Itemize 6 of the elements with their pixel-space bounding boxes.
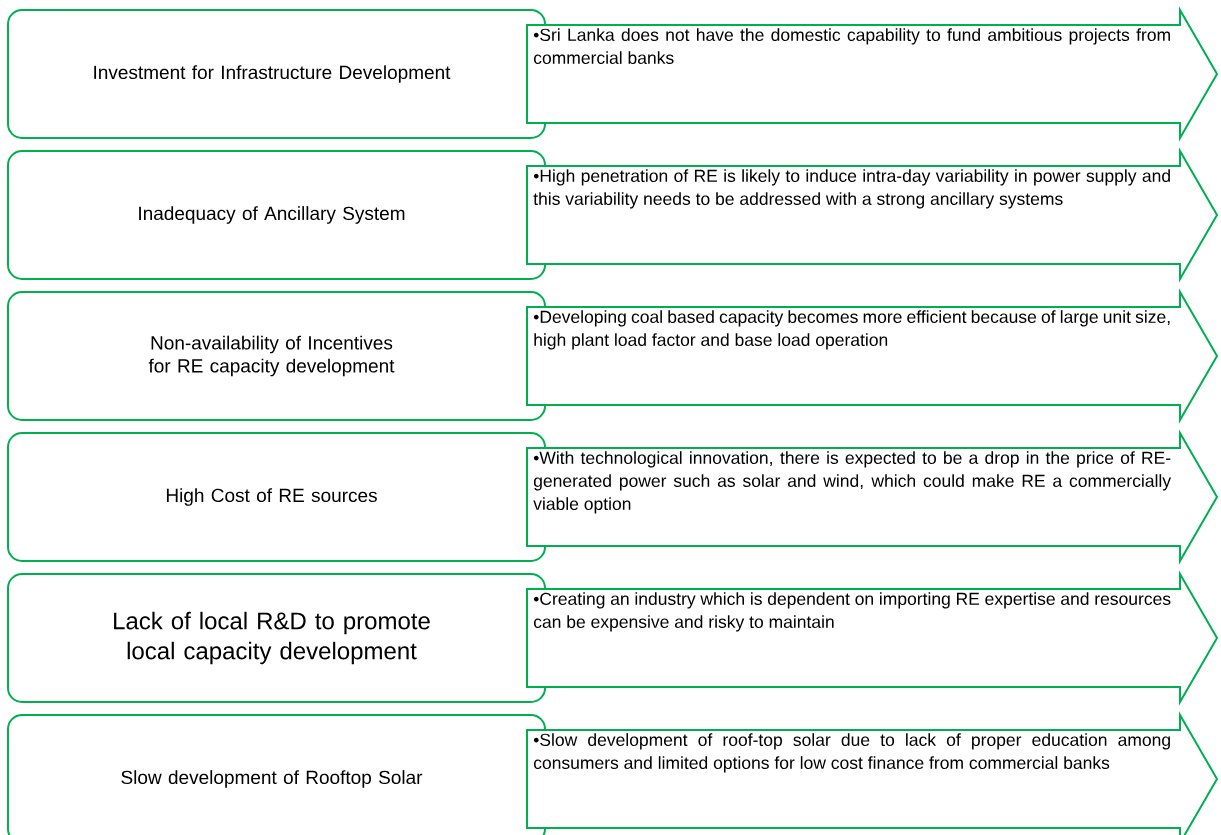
- arrow-box: •Developing coal based capacity becomes more efficient because of large unit size, high plant load factor and base load operation: [526, 288, 1219, 424]
- arrow-box: •High penetration of RE is likely to induce intra-day variability in power supply and this variability needs to be addressed with a strong ancillary systems: [526, 147, 1219, 283]
- arrow-box: •Slow development of roof-top solar due to lack of proper education among consumers and limited options for low cost finance from commercial banks: [526, 711, 1219, 835]
- arrow-box: •Sri Lanka does not have the domestic capability to fund ambitious projects from commercial banks: [526, 6, 1219, 142]
- arrow-box: •With technological innovation, there is expected to be a drop in the price of RE-generated power such as solar and wind, which could make RE a commercially viable option: [526, 429, 1219, 565]
- arrow-box: •Creating an industry which is dependent on importing RE expertise and resources can be expensive and risky to maintain: [526, 570, 1219, 706]
